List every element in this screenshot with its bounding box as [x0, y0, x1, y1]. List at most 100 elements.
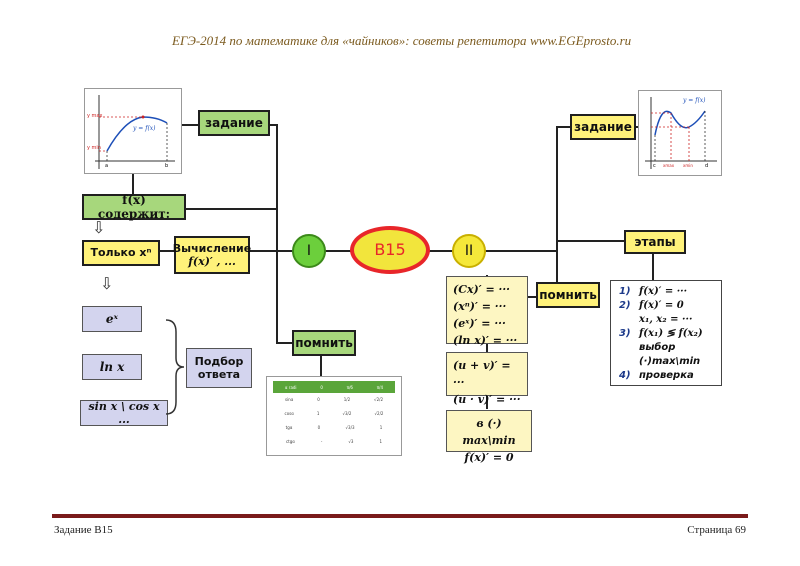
stages-down-connector	[652, 250, 654, 280]
circle-one: I	[292, 234, 326, 268]
table-cell: √2/2	[374, 411, 384, 416]
rules-list: (u + v)′ = ··· (u · v)′ = ···	[446, 352, 528, 406]
footer-right: Страница 69	[687, 524, 746, 536]
table-cell: √3	[348, 439, 354, 444]
down-arrow-icon-2: ⇩	[100, 274, 114, 293]
right-vertical-connector	[556, 126, 558, 296]
header-title: ЕГЭ-2014 по математике для «чайников»: с…	[172, 33, 527, 48]
step-text: проверка	[639, 370, 694, 381]
right-graph-thumbnail: y = f(x) c xmax xmin d	[638, 90, 722, 176]
table-row: sinα 0 1/2 √2/2	[273, 397, 395, 402]
table-header-cell: π/4	[376, 384, 384, 390]
calc-box: Вычисление f(x)′ , ...	[172, 236, 252, 274]
task-left-connector	[270, 124, 278, 126]
graph-a-label: a	[105, 163, 109, 169]
only-xn-box: Только xⁿ	[82, 240, 160, 266]
stages-box: этапы	[624, 230, 686, 254]
step-text: (·)max\min	[639, 356, 701, 367]
calc-label: Вычисление	[172, 241, 252, 255]
step-text: f(x₁) ≶ f(x₂)	[639, 328, 703, 339]
step-number: 3)	[619, 328, 631, 339]
calc-formula: f(x)′ , ...	[188, 255, 236, 268]
table-cell: sinα	[284, 397, 294, 402]
footer-left: Задание B15	[54, 524, 113, 536]
task-right-connector	[556, 126, 570, 128]
right-graph-function-label: y = f(x)	[683, 97, 706, 104]
b15-oval: B15	[350, 226, 430, 274]
right-graph-xmax-label: xmax	[663, 163, 675, 168]
footer-rule	[52, 514, 748, 518]
thumb-task-connector	[182, 124, 198, 126]
table-cell: 1	[316, 411, 320, 416]
table-row: ctgα - √3 1	[273, 439, 395, 444]
steps-list: 1) f(x)′ = ··· 2) f(x)′ = 0 x₁, x₂ = ··· 3…	[610, 280, 722, 386]
table-header-cell: α radi	[284, 384, 297, 390]
remember-left-connector	[276, 342, 292, 344]
stages-connector	[556, 240, 624, 242]
table-cell: 1	[379, 425, 383, 430]
right-remember-box: помнить	[536, 282, 600, 308]
step-number: 2)	[619, 300, 631, 311]
step-item: x₁, x₂ = ···	[619, 313, 713, 327]
step-item: 3) f(x₁) ≶ f(x₂)	[619, 327, 713, 341]
formula-item: (u · v)′ = ···	[453, 393, 521, 406]
right-graph-c-label: c	[653, 163, 656, 169]
left-graph-thumbnail: y = f(x) y max y min a b	[84, 88, 182, 174]
left-vertical-connector	[276, 124, 278, 342]
trig-table-thumbnail: α radi 0 π/6 π/4 sinα 0 1/2 √2/2 cosα 1 √3/2 √…	[266, 376, 402, 456]
sincos-box: sin x \ cos x ...	[80, 400, 168, 426]
circle-two: II	[452, 234, 486, 268]
trig-table-header: α radi 0 π/6 π/4	[273, 381, 395, 393]
selection-box: Подбор ответа	[186, 348, 252, 388]
extremum-condition-box: в (·) max\min f(x)′ = 0	[446, 410, 532, 464]
step-number: 1)	[619, 286, 631, 297]
right-graph-d-label: d	[705, 163, 709, 169]
table-cell: 0	[317, 397, 320, 402]
formula-item: f(x)′ = 0	[464, 451, 514, 464]
table-cell: √2/2	[374, 397, 384, 402]
table-cell: 1/2	[343, 397, 351, 402]
table-cell: cosα	[284, 411, 294, 416]
step-text: выбор	[639, 342, 676, 353]
formula-item: (xⁿ)′ = ···	[453, 300, 507, 313]
ex-box: eˣ	[82, 306, 142, 332]
formula-item: (u + v)′ = ···	[453, 359, 511, 389]
step-item: выбор	[619, 341, 713, 355]
step-item: 1) f(x)′ = ···	[619, 285, 713, 299]
right-graph-xmin-label: xmin	[683, 163, 693, 168]
formula-item: (ln x)′ = ···	[453, 334, 518, 347]
formula-item: в (·) max\min	[462, 417, 516, 447]
table-row: cosα 1 √3/2 √2/2	[273, 411, 395, 416]
table-cell: √3/2	[342, 411, 352, 416]
step-number: 4)	[619, 370, 631, 381]
down-arrow-icon: ⇩	[92, 218, 106, 237]
table-cell: -	[320, 439, 323, 444]
step-text: f(x)′ = ···	[639, 286, 688, 297]
table-header-cell: 0	[320, 384, 323, 390]
graph-ymax-label: y max	[87, 113, 103, 119]
right-task-box: задание	[570, 114, 636, 140]
remember-table-connector	[320, 356, 322, 376]
contains-box: f(x) содержит:	[82, 193, 186, 221]
left-remember-box: помнить	[292, 330, 356, 356]
table-cell: 0	[317, 425, 321, 430]
step-item: 2) f(x)′ = 0	[619, 299, 713, 313]
left-task-box: задание	[198, 110, 270, 136]
table-header-cell: π/6	[346, 384, 353, 390]
graph-function-label: y = f(x)	[133, 125, 156, 132]
contains-connector	[186, 208, 278, 210]
step-item: (·)max\min	[619, 355, 713, 369]
table-cell: √3/3	[345, 425, 355, 430]
lnx-box: ln x	[82, 354, 142, 380]
graph-ymin-label: y min	[87, 145, 101, 151]
brace-icon	[165, 319, 185, 415]
header-site: www.EGEprosto.ru	[530, 33, 632, 48]
formula-item: (eˣ)′ = ···	[453, 317, 506, 330]
table-cell: 1	[379, 439, 382, 444]
graph-b-label: b	[165, 163, 169, 169]
step-text: f(x)′ = 0	[639, 300, 684, 311]
table-cell: ctgα	[285, 439, 295, 444]
only-calc-connector	[160, 250, 174, 252]
formula-item: (Cx)′ = ···	[453, 283, 510, 296]
